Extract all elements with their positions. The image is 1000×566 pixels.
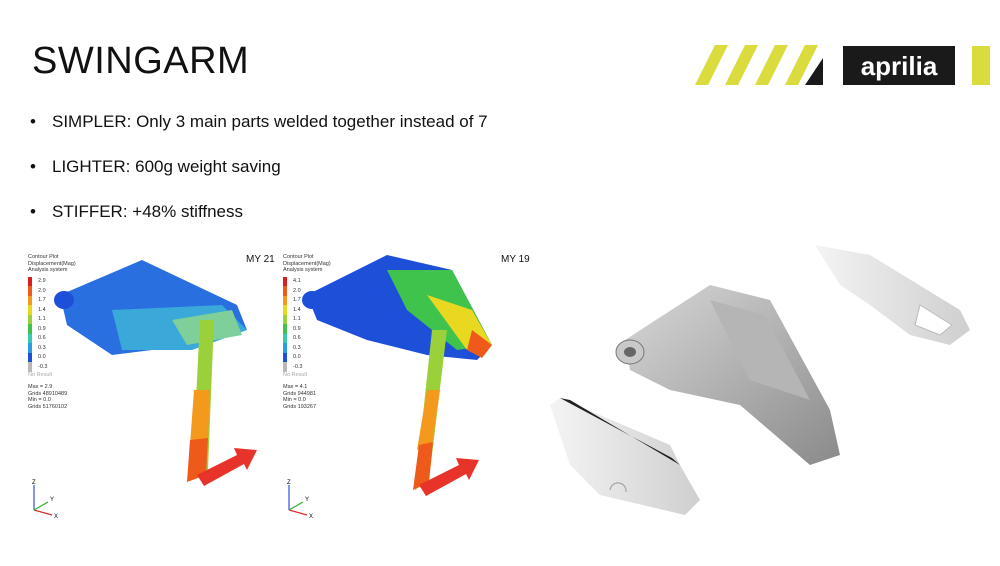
legend-value: -0.3 (293, 363, 303, 370)
legend-scale-entry: 0.0 (28, 352, 76, 362)
legend-scale-entry: 1.1 (283, 314, 331, 324)
legend-color-swatch (28, 362, 32, 372)
legend-value: 4.1 (293, 278, 301, 284)
legend-scale-entry: -0.3 (28, 362, 76, 372)
bullet-item: •STIFFER: +48% stiffness (30, 202, 244, 221)
legend-scale-entry: 1.7 (283, 295, 331, 305)
axis-z-label: Z (32, 480, 36, 486)
bullet-item: •SIMPLER: Only 3 main parts welded toget… (30, 112, 488, 131)
legend-scale-entry: 0.6 (28, 333, 76, 343)
legend-color-swatch (28, 276, 32, 286)
legend-scale-entry: 2.0 (283, 286, 331, 296)
legend-color-swatch (283, 305, 287, 315)
legend-value: 1.7 (38, 297, 46, 303)
legend-color-swatch (283, 286, 287, 296)
legend-color-swatch (28, 314, 32, 324)
legend-value: 1.1 (293, 316, 301, 322)
no-result-label: No Result (28, 371, 53, 378)
model-year-label: MY 19 (501, 254, 530, 265)
legend-scale-entry: 1.4 (28, 305, 76, 315)
legend-color-swatch (283, 295, 287, 305)
legend-scale-entry: 2.0 (28, 286, 76, 296)
legend-scale-entry: 0.9 (283, 324, 331, 334)
legend-color-swatch (28, 295, 32, 305)
legend-scale-entry: 0.6 (283, 333, 331, 343)
legend-color-swatch (28, 343, 32, 353)
legend-color-swatch (283, 324, 287, 334)
axis-z-label: Z (287, 480, 291, 486)
legend-value: -0.3 (38, 363, 48, 370)
fea-plot-my19: Z Y X MY 19 Contour Plot Displacement(Ma… (277, 250, 537, 530)
contour-legend: Contour Plot Displacement(Mag) Analysis … (28, 254, 76, 410)
bullet-list: •SIMPLER: Only 3 main parts welded toget… (30, 112, 488, 247)
legend-scale-entry: 0.3 (28, 343, 76, 353)
model-year-label: MY 21 (246, 254, 275, 265)
legend-value: 0.0 (38, 354, 46, 360)
fea-plot-my21: Z Y X MY 21 Contour Plot Displacement(Ma… (22, 250, 282, 530)
legend-scale-entry: 1.7 (28, 295, 76, 305)
legend-value: 0.6 (293, 335, 301, 341)
legend-value: 1.4 (38, 306, 46, 313)
legend-scale-entry: -0.3 (283, 362, 331, 372)
legend-scale-entry: 1.4 (283, 305, 331, 315)
axis-y-label: Y (50, 497, 54, 503)
no-result-label: No Result (283, 371, 308, 378)
legend-value: 0.9 (38, 325, 46, 332)
legend-scale-entry: 4.1 (283, 276, 331, 286)
bullet-item: •LIGHTER: 600g weight saving (30, 157, 281, 176)
legend-value: 1.1 (38, 316, 46, 322)
legend-value: 0.3 (293, 344, 301, 351)
legend-color-swatch (28, 352, 32, 362)
axis-y-label: Y (305, 497, 309, 503)
legend-value: 2.9 (38, 278, 46, 284)
swingarm-contour-render: Z Y X (32, 260, 257, 520)
legend-scale-entry: 2.9 (28, 276, 76, 286)
legend-color-swatch (28, 324, 32, 334)
legend-scale-entry: 0.3 (283, 343, 331, 353)
legend-scale-entry: 0.9 (28, 324, 76, 334)
legend-value: 0.3 (38, 344, 46, 351)
axis-x-label: X (54, 514, 58, 520)
legend-color-swatch (283, 343, 287, 353)
legend-scale-entry: 1.1 (28, 314, 76, 324)
legend-color-swatch (283, 362, 287, 372)
legend-color-swatch (28, 305, 32, 315)
legend-value: 2.0 (38, 287, 46, 294)
legend-color-swatch (283, 314, 287, 324)
legend-value: 0.6 (38, 335, 46, 341)
legend-value: 0.9 (293, 325, 301, 332)
contour-legend: Contour Plot Displacement(Mag) Analysis … (283, 254, 331, 410)
legend-value: 1.4 (293, 306, 301, 313)
legend-color-swatch (283, 352, 287, 362)
legend-value: 2.0 (293, 287, 301, 294)
swingarm-exploded-render (540, 240, 1000, 540)
legend-color-swatch (28, 333, 32, 343)
legend-color-swatch (283, 333, 287, 343)
legend-color-swatch (283, 276, 287, 286)
svg-text:aprilia: aprilia (861, 51, 938, 81)
legend-value: 1.7 (293, 297, 301, 303)
legend-value: 0.0 (293, 354, 301, 360)
slide-title: SWINGARM (32, 40, 250, 82)
legend-color-swatch (28, 286, 32, 296)
legend-scale-entry: 0.0 (283, 352, 331, 362)
axis-x-label: X (309, 514, 313, 520)
swingarm-contour-render: Z Y X (287, 255, 492, 520)
